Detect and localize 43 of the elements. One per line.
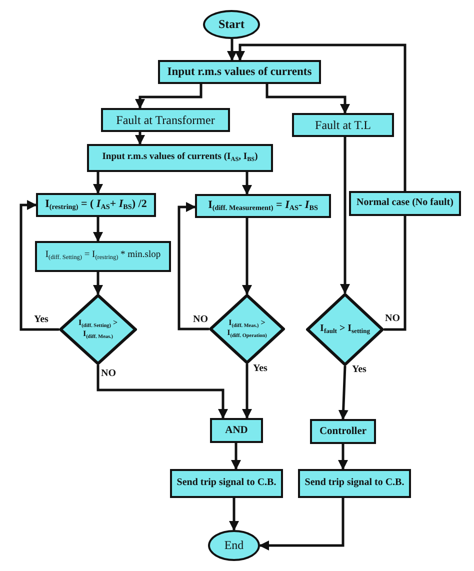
end-terminal: End: [208, 530, 260, 561]
start-terminal: Start: [203, 10, 260, 39]
arrow: [242, 218, 252, 295]
decision-diamond: I$_{(diff. Meas.)}$ > I$_{(diff. Operation)}$: [209, 294, 285, 364]
process-box: I$_{(restring)}$ = ( I$_{AS}$+ I$_{BS}$) /2: [36, 193, 156, 217]
edge-label: NO: [193, 314, 208, 325]
process-box: Fault at T.L: [292, 113, 394, 137]
process-box: Controller: [310, 419, 376, 444]
arrow: [93, 172, 103, 194]
process-box: Send trip signal to C.B.: [298, 469, 411, 498]
decision-diamond: I$_{fault}$ > I$_{setting}$: [306, 293, 384, 366]
arrow: [93, 272, 103, 295]
arrow: [242, 364, 252, 419]
process-box: Input r.m.s values of currents (I$_{AS}$, I$_{BS}$): [87, 144, 273, 172]
arrow: [338, 366, 348, 420]
arrow: [242, 172, 252, 195]
process-box: I$_{(diff. Measurement)}$ = I$_{AS}$- I$_{BS}$: [195, 194, 331, 218]
process-box: Normal case (No fault): [349, 191, 461, 216]
process-box: I$_{(diff. Setting)}$ = I$_{(restring)}$ * min.slop: [35, 241, 171, 272]
arrow: [340, 137, 350, 294]
decision-diamond: I$_{(diff. Setting)}$ > I$_{(diff. Meas.)}$: [59, 294, 137, 365]
process-box: Fault at Transformer: [101, 108, 230, 132]
arrow: [338, 444, 348, 470]
edge-label: NO: [101, 368, 116, 379]
arrow: [229, 498, 239, 531]
arrow: [178, 202, 209, 330]
arrow: [231, 443, 241, 470]
edge-label: Yes: [34, 314, 48, 325]
arrow: [20, 200, 59, 331]
arrow: [135, 84, 202, 109]
edge-label: Yes: [253, 363, 268, 374]
arrow: [227, 39, 237, 61]
arrow: [93, 217, 103, 242]
edge-label: Yes: [352, 364, 366, 375]
process-box: AND: [210, 418, 263, 443]
arrow: [235, 44, 406, 191]
arrow: [259, 498, 344, 550]
edge-label: NO: [385, 313, 400, 324]
process-box: Input r.m.s values of currents: [158, 60, 321, 84]
arrow: [135, 132, 145, 145]
process-box: Send trip signal to C.B.: [170, 469, 283, 498]
arrow: [266, 84, 350, 114]
arrow: [96, 365, 228, 419]
